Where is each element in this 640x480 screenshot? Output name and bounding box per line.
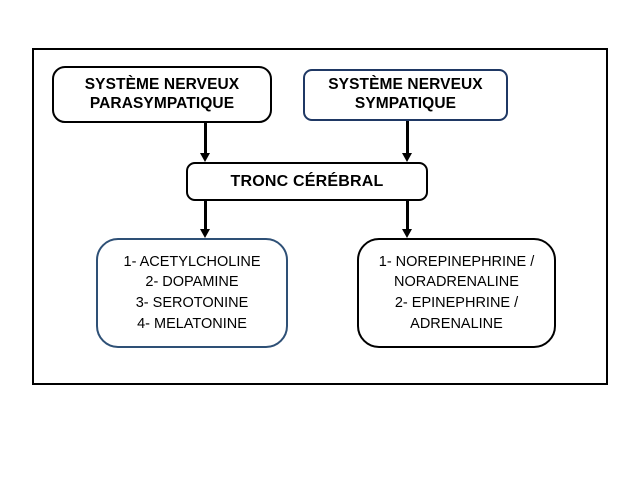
- node-brainstem-label: TRONC CÉRÉBRAL: [230, 172, 384, 190]
- arrow-head-down-icon: [401, 229, 412, 238]
- node-sympathetic-neurotransmitters-label: 1- NOREPINEPHRINE / NORADRENALINE 2- EPI…: [378, 253, 535, 332]
- arrow-head-down-icon: [199, 229, 210, 238]
- arrow-line: [204, 201, 207, 230]
- arrow-head-down-icon: [401, 153, 412, 162]
- arrow-line: [406, 121, 409, 154]
- node-sympathetic-neurotransmitters: 1- NOREPINEPHRINE / NORADRENALINE 2- EPI…: [357, 238, 556, 348]
- node-parasympathetic-nervous-system: SYSTÈME NERVEUX PARASYMPATIQUE: [52, 66, 272, 123]
- node-parasympathetic-neurotransmitters: 1- ACETYLCHOLINE 2- DOPAMINE 3- SEROTONI…: [96, 238, 288, 348]
- node-sympathetic-nervous-system-label: SYSTÈME NERVEUX SYMPATIQUE: [328, 76, 483, 112]
- node-parasympathetic-nervous-system-label: SYSTÈME NERVEUX PARASYMPATIQUE: [84, 75, 240, 112]
- arrow-line: [204, 122, 207, 154]
- arrow-head-down-icon: [199, 153, 210, 162]
- node-sympathetic-nervous-system: SYSTÈME NERVEUX SYMPATIQUE: [303, 69, 508, 121]
- node-brainstem: TRONC CÉRÉBRAL: [186, 162, 428, 201]
- arrow-line: [406, 201, 409, 230]
- node-parasympathetic-neurotransmitters-label: 1- ACETYLCHOLINE 2- DOPAMINE 3- SEROTONI…: [123, 253, 261, 332]
